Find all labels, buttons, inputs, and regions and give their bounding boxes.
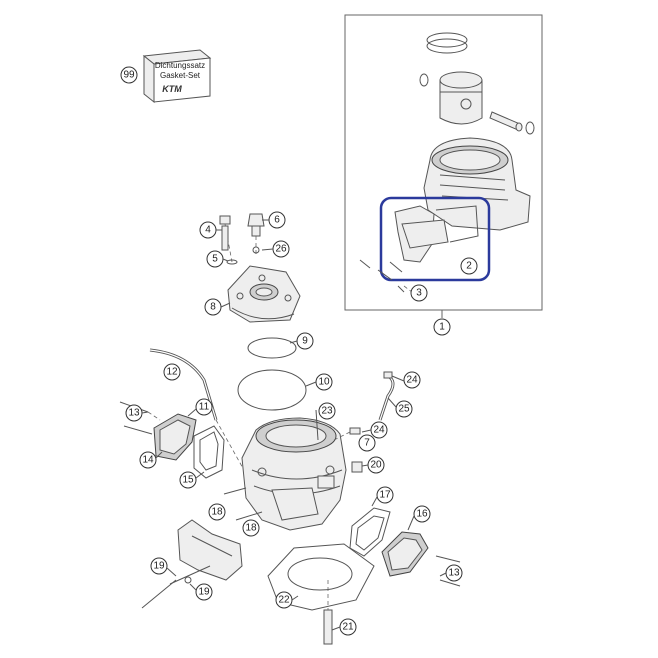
water-pump-gasket bbox=[349, 507, 391, 557]
callout-leaders bbox=[141, 219, 447, 631]
studs-19 bbox=[141, 565, 211, 609]
svg-text:99: 99 bbox=[123, 70, 135, 81]
callout-8: 8 bbox=[204, 298, 222, 316]
piston bbox=[439, 71, 483, 125]
callout-10: 10 bbox=[315, 373, 333, 391]
exhaust-flange-cover bbox=[153, 413, 197, 461]
callout-12: 12 bbox=[163, 363, 181, 381]
callout-18-upper: 18 bbox=[208, 503, 226, 521]
callout-2: 2 bbox=[460, 257, 478, 275]
nut-20 bbox=[351, 461, 363, 473]
dowel-pin bbox=[323, 580, 333, 645]
highlight-frame bbox=[379, 196, 491, 282]
water-pump-cover bbox=[381, 531, 429, 577]
callout-19-right: 19 bbox=[195, 583, 213, 601]
callout-26: 26 bbox=[272, 240, 290, 258]
svg-text:19: 19 bbox=[198, 587, 210, 598]
callout-1: 1 bbox=[433, 318, 451, 336]
svg-text:15: 15 bbox=[182, 475, 194, 486]
svg-text:19: 19 bbox=[153, 561, 165, 572]
svg-text:3: 3 bbox=[416, 288, 422, 299]
temperature-sensor bbox=[247, 213, 265, 256]
callout-18-lower: 18 bbox=[242, 519, 260, 537]
screws-right bbox=[435, 555, 461, 587]
callout-24-mid: 24 bbox=[370, 421, 388, 439]
callout-23: 23 bbox=[318, 402, 336, 420]
svg-text:17: 17 bbox=[379, 490, 391, 501]
piston-rings bbox=[426, 32, 468, 54]
flange-gasket bbox=[193, 425, 225, 479]
gasket-set-box: Dichtungssatz Gasket-Set KTM bbox=[142, 49, 212, 104]
piston-kit-frame bbox=[344, 14, 543, 311]
hose-fitting-right bbox=[378, 371, 395, 421]
main-cylinder bbox=[241, 417, 347, 531]
callout-21: 21 bbox=[339, 618, 357, 636]
svg-text:21: 21 bbox=[342, 622, 354, 633]
callout-15: 15 bbox=[179, 471, 197, 489]
callout-20: 20 bbox=[367, 456, 385, 474]
callout-16: 16 bbox=[413, 505, 431, 523]
callout-5: 5 bbox=[206, 250, 224, 268]
piston-pin bbox=[489, 111, 523, 132]
svg-text:8: 8 bbox=[210, 302, 216, 313]
callout-14: 14 bbox=[139, 451, 157, 469]
callout-22: 22 bbox=[275, 591, 293, 609]
gasket-box-line2: Gasket-Set bbox=[160, 71, 201, 80]
svg-text:11: 11 bbox=[199, 402, 210, 413]
intake-shroud bbox=[177, 519, 243, 581]
callout-11: 11 bbox=[195, 398, 213, 416]
callout-19-left: 19 bbox=[150, 557, 168, 575]
callout-3: 3 bbox=[410, 284, 428, 302]
callout-13-right: 13 bbox=[445, 564, 463, 582]
nipple-7 bbox=[333, 427, 361, 441]
svg-text:16: 16 bbox=[416, 509, 428, 520]
svg-text:13: 13 bbox=[448, 568, 460, 579]
svg-text:23: 23 bbox=[321, 406, 333, 417]
head-washer bbox=[226, 259, 238, 265]
svg-text:9: 9 bbox=[302, 336, 308, 347]
svg-text:25: 25 bbox=[398, 404, 410, 415]
callout-6: 6 bbox=[268, 211, 286, 229]
svg-text:7: 7 bbox=[364, 438, 370, 449]
spark-plug-nut bbox=[219, 215, 233, 263]
svg-text:4: 4 bbox=[205, 225, 211, 236]
exhaust-control-part bbox=[394, 205, 479, 263]
circlip-left bbox=[419, 73, 429, 87]
kit-cylinder bbox=[423, 137, 531, 231]
svg-text:22: 22 bbox=[278, 595, 290, 606]
stud-18a bbox=[223, 487, 247, 495]
svg-text:26: 26 bbox=[275, 244, 287, 255]
stud-18b bbox=[235, 511, 263, 521]
callout-9: 9 bbox=[296, 332, 314, 350]
svg-text:24: 24 bbox=[373, 425, 385, 436]
callout-13-left: 13 bbox=[125, 404, 143, 422]
svg-text:6: 6 bbox=[274, 215, 280, 226]
o-ring-small bbox=[247, 337, 297, 359]
o-ring-large bbox=[237, 369, 307, 411]
gasket-box-logo: KTM bbox=[162, 84, 182, 94]
circlip-right bbox=[525, 121, 535, 135]
callout-99: 99 bbox=[120, 66, 138, 84]
svg-text:20: 20 bbox=[370, 460, 382, 471]
svg-text:10: 10 bbox=[318, 377, 330, 388]
stud-23 bbox=[315, 409, 319, 441]
svg-text:18: 18 bbox=[245, 523, 257, 534]
svg-text:13: 13 bbox=[128, 408, 140, 419]
cylinder-head bbox=[227, 265, 301, 323]
kit-screws bbox=[359, 259, 413, 293]
svg-text:18: 18 bbox=[211, 507, 223, 518]
gasket-box-line1: Dichtungssatz bbox=[155, 61, 205, 70]
callout-7: 7 bbox=[358, 434, 376, 452]
svg-text:12: 12 bbox=[166, 367, 178, 378]
svg-text:1: 1 bbox=[439, 322, 445, 333]
callout-17: 17 bbox=[376, 486, 394, 504]
svg-text:24: 24 bbox=[406, 375, 418, 386]
callout-4: 4 bbox=[199, 221, 217, 239]
callout-24-top: 24 bbox=[403, 371, 421, 389]
callout-25: 25 bbox=[395, 400, 413, 418]
svg-text:2: 2 bbox=[466, 261, 472, 272]
svg-text:14: 14 bbox=[142, 455, 154, 466]
svg-text:5: 5 bbox=[212, 254, 218, 265]
